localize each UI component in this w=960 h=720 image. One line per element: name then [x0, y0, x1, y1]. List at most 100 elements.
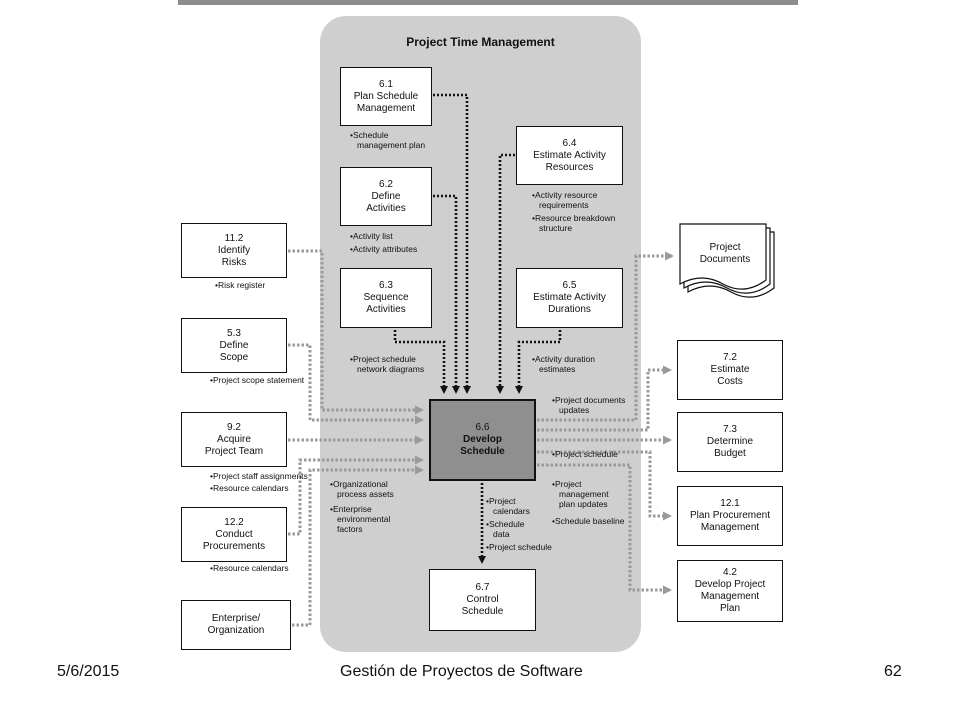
- process-number: 6.4: [562, 137, 577, 149]
- top-rule: [178, 0, 798, 5]
- process-name: Plan Procurement: [689, 510, 771, 521]
- process-name: Acquire: [217, 433, 251, 445]
- process-name: Organization: [207, 625, 265, 636]
- flow-enterprise-to-6-6: [292, 465, 424, 627]
- label-line: management plan: [357, 139, 426, 150]
- label-line: network diagrams: [357, 363, 425, 374]
- document-sheet: [679, 223, 767, 290]
- process-name: Determine: [706, 436, 754, 447]
- label-line: Project documents: [552, 395, 625, 406]
- process-number: 6.6: [475, 422, 490, 433]
- process-name: Sequence: [363, 292, 409, 303]
- process-name: Activities: [366, 202, 406, 214]
- process-name: Develop Project: [694, 579, 766, 590]
- process-name: Procurements: [202, 540, 266, 552]
- label-line: Organizational: [330, 479, 394, 490]
- process-name: Management: [700, 591, 760, 602]
- process-number: 6.2: [379, 178, 393, 190]
- process-name: Develop: [463, 434, 502, 445]
- process-number: 12.1: [720, 498, 740, 509]
- artifact-label-lteam_a: Project staff assignments: [210, 471, 308, 482]
- label-line: Resource breakdown: [532, 213, 615, 224]
- label-line: estimates: [539, 363, 576, 374]
- process-number: 6.1: [379, 78, 393, 90]
- process-number: 9.2: [227, 421, 241, 433]
- label-line: plan updates: [559, 498, 608, 509]
- label-line: Risk register: [215, 280, 265, 291]
- process-name: Plan Schedule: [353, 90, 419, 102]
- process-name: Conduct: [215, 528, 253, 540]
- process-name: Costs: [717, 376, 743, 387]
- process-name: Define: [371, 190, 401, 202]
- label-line: process assets: [337, 488, 394, 499]
- flow-6-4-to-6-6: [496, 153, 515, 394]
- flow-6-1-to-6-6: [433, 93, 471, 394]
- label-line: Project schedule: [486, 542, 552, 553]
- flow-6-3-to-6-6: [393, 330, 448, 394]
- process-name: Activities: [366, 304, 406, 315]
- artifact-label-lproc: Resource calendars: [210, 563, 289, 574]
- process-name: Define: [219, 339, 249, 351]
- label-line: structure: [539, 222, 573, 233]
- label-line: Schedule: [350, 130, 425, 141]
- process-name: Durations: [548, 304, 591, 315]
- input-enterprise-organization: Enterprise/Organization: [181, 600, 291, 650]
- label-line: Project: [552, 479, 609, 490]
- artifact-label-l67c: Project schedule: [486, 542, 552, 553]
- process-name: Scope: [219, 351, 249, 363]
- process-number: 12.2: [224, 516, 244, 528]
- process-number: 5.3: [227, 327, 241, 339]
- process-number: 4.2: [723, 567, 737, 578]
- process-name: Risks: [221, 256, 247, 268]
- label-line: updates: [559, 404, 590, 415]
- label-line: Documents: [699, 253, 751, 265]
- project-documents-stack: [679, 223, 775, 298]
- process-name: Identify: [217, 244, 251, 256]
- panel-title: Project Time Management: [406, 35, 555, 49]
- label-line: environmental: [337, 513, 391, 524]
- process-number: 7.2: [723, 352, 737, 363]
- label-line: data: [493, 528, 510, 539]
- label-line: calendars: [493, 505, 530, 516]
- process-name: Management: [356, 102, 416, 114]
- process-name: Schedule: [460, 446, 505, 457]
- process-name: Estimate Activity: [533, 292, 606, 303]
- label-line: management: [559, 488, 609, 499]
- process-name: Management: [700, 522, 760, 533]
- process-name: Schedule: [461, 606, 504, 617]
- process-number: 7.3: [723, 424, 737, 435]
- label-line: Project: [486, 496, 530, 507]
- label-line: requirements: [539, 199, 589, 210]
- process-name: Resources: [545, 161, 594, 173]
- label-line: Activity list: [350, 231, 393, 242]
- process-number: 11.2: [224, 232, 244, 244]
- label-line: Activity attributes: [350, 244, 417, 255]
- flow-6-5-to-6-6: [515, 330, 562, 394]
- flow-11-2-to-6-6: [288, 249, 424, 415]
- artifact-label-lout_sched: Project schedule: [552, 449, 618, 460]
- label-line: Resource calendars: [210, 483, 289, 494]
- process-number: 6.3: [379, 280, 393, 291]
- label-line: Enterprise: [330, 504, 390, 515]
- artifact-label-lscope: Project scope statement: [210, 375, 304, 386]
